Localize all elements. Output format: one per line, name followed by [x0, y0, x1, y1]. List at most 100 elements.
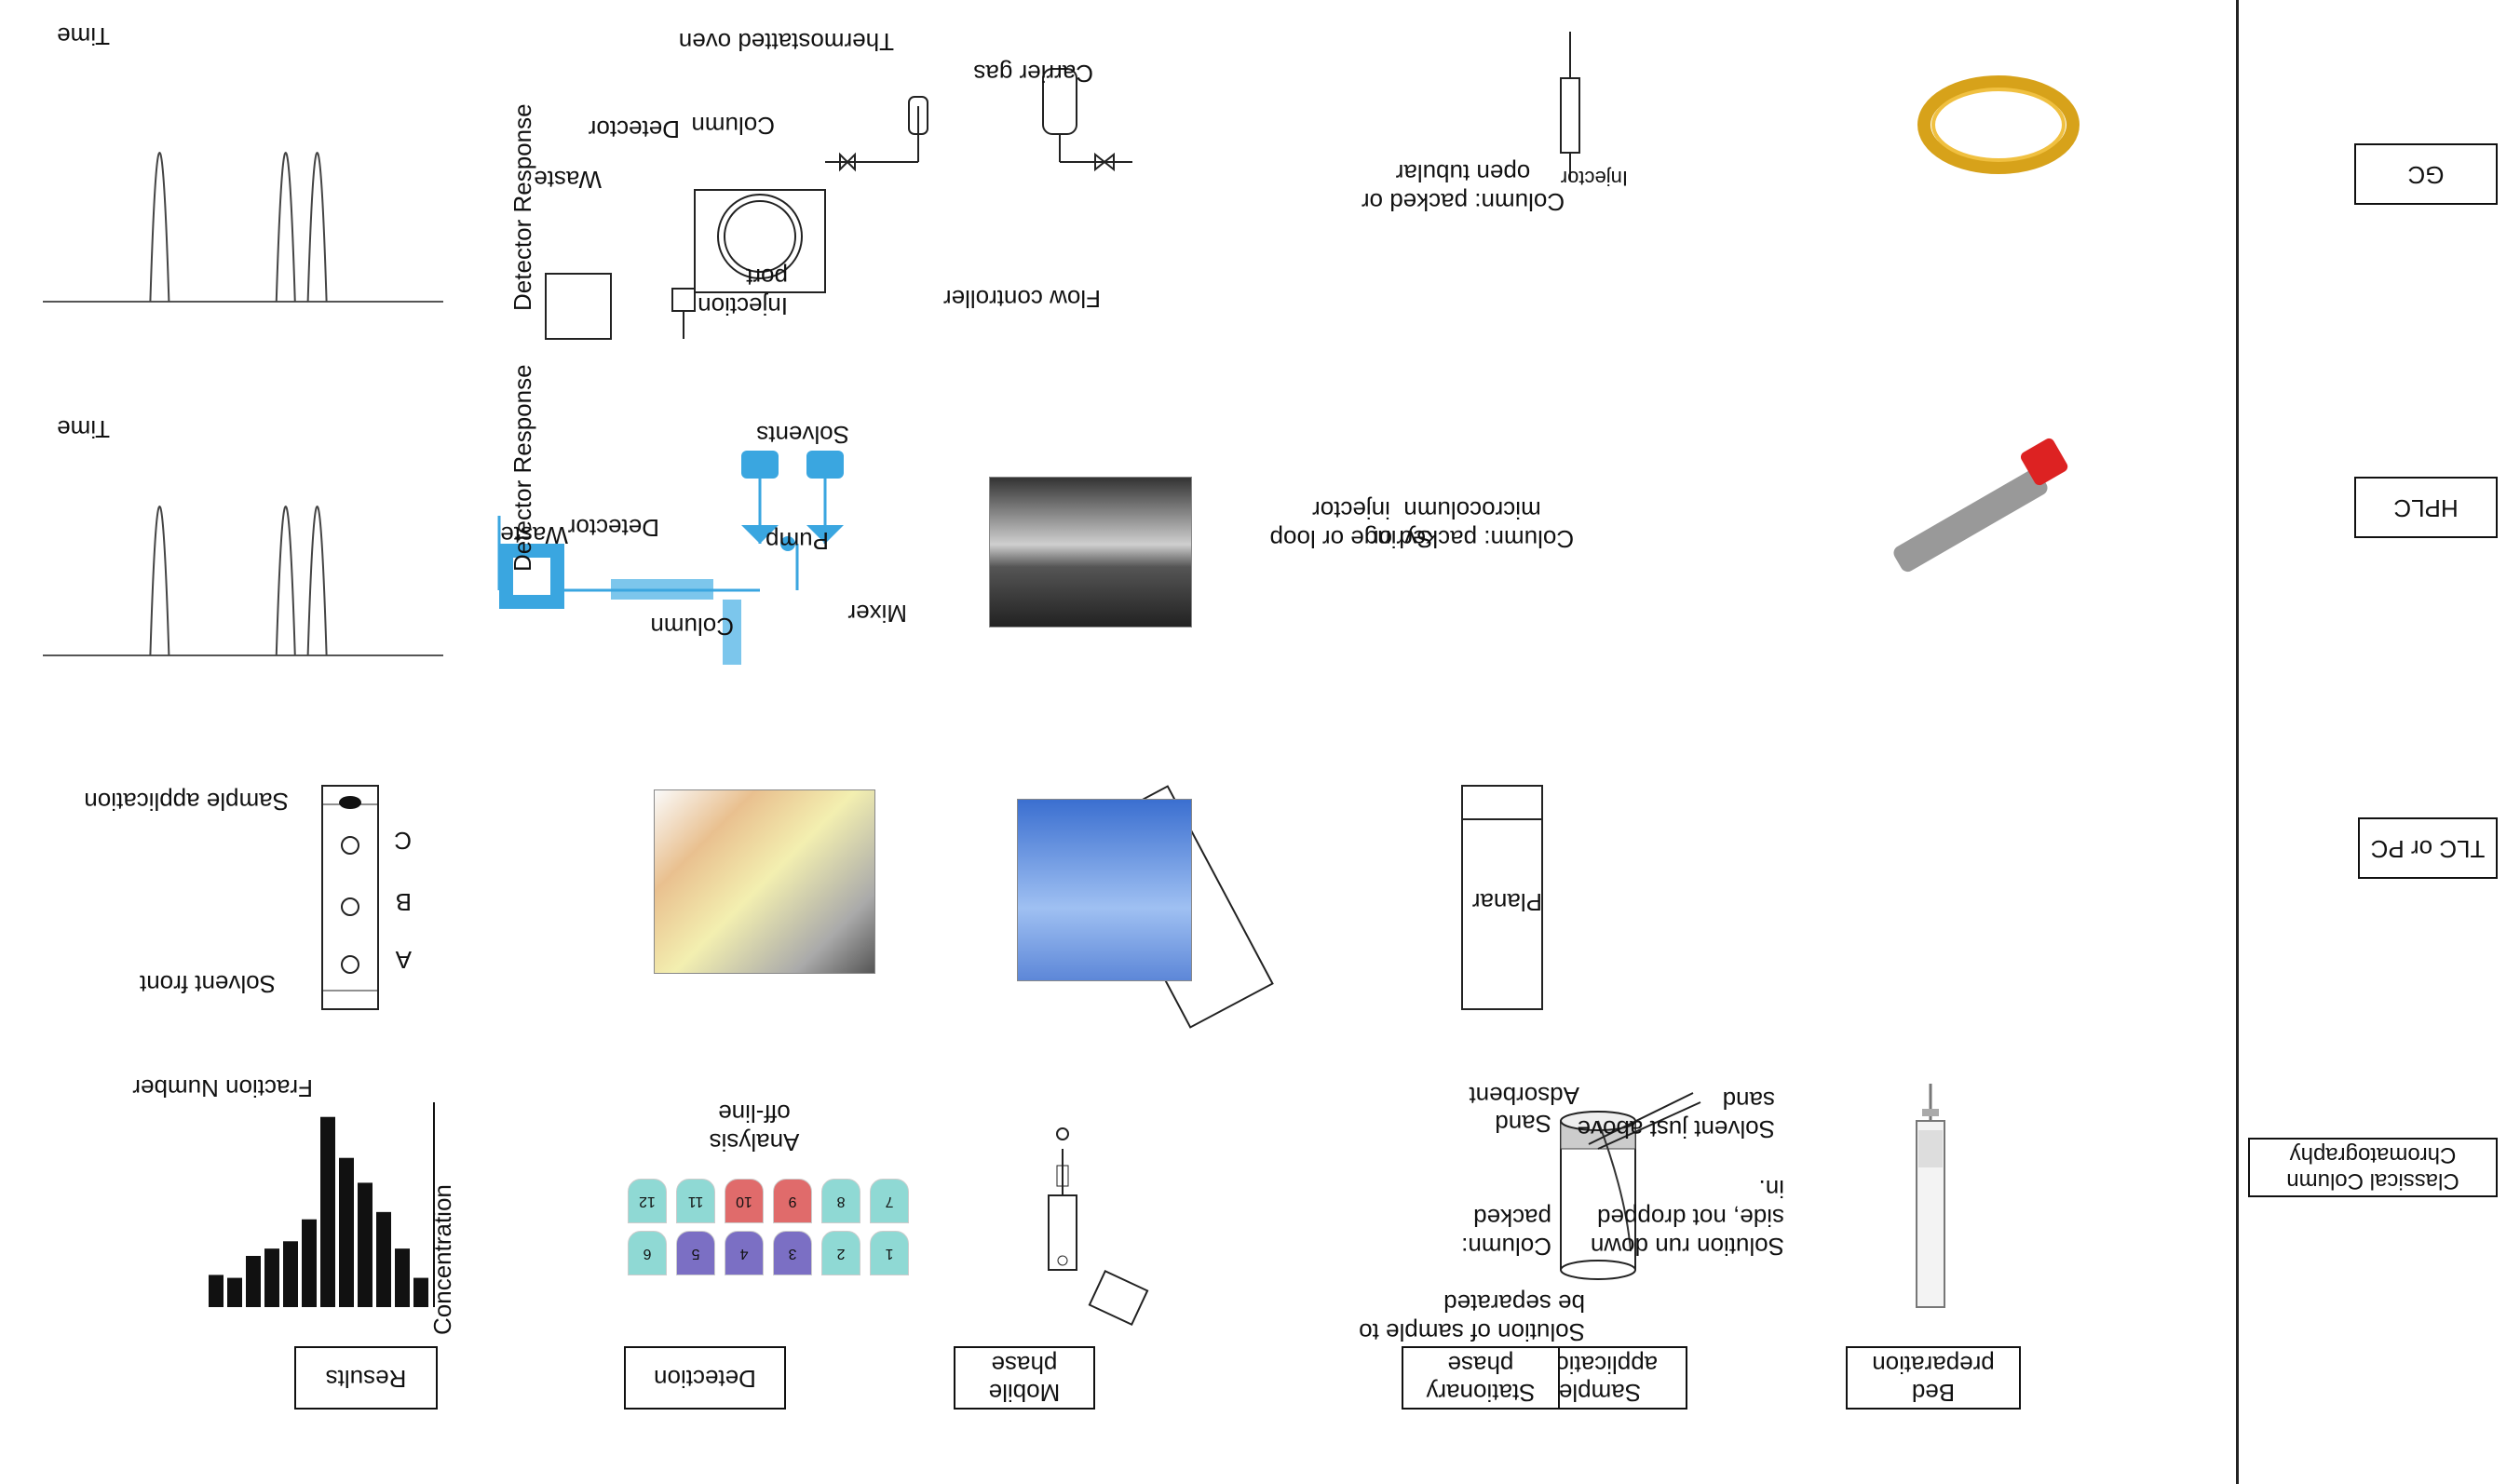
tlc-sample-application: Sample application: [84, 788, 289, 816]
row-tlc-pc: TLC or PC: [2358, 817, 2498, 879]
hplc-label-solvents: Solvents: [756, 421, 849, 449]
fraction-tube-number: 8: [836, 1194, 846, 1209]
fraction-tube: 8: [821, 1179, 860, 1223]
gc-results-ylabel: Detector Response: [508, 103, 536, 311]
tlc-spot-a: A: [395, 946, 412, 974]
chromatogram-peak: [306, 506, 328, 656]
chromatogram-peak: [149, 506, 170, 656]
fraction-tube: 2: [821, 1231, 860, 1275]
fraction-tube-number: 11: [687, 1194, 704, 1209]
classical-stationary-text: Column: packed: [1461, 1203, 1551, 1261]
fraction-tube-number: 6: [643, 1246, 652, 1261]
fraction-tube-number: 1: [885, 1246, 894, 1261]
gc-stationary-text: Column: packed or open tubular: [1361, 158, 1565, 216]
gc-carrier-gas: Carrier gas: [973, 60, 1093, 88]
hplc-label-mixer: Mixer: [847, 600, 907, 627]
fraction-concentration-chart: [209, 1102, 435, 1307]
gc-capillary-column-icon: [1917, 75, 2080, 174]
gc-chromatogram: [43, 152, 443, 303]
hplc-stationary-text: Column: packed or microcolumn: [1370, 495, 1575, 553]
hplc-results-ylabel: Detector Response: [508, 364, 536, 572]
hplc-label-detector: Detector: [567, 514, 659, 542]
tlc-chamber-photo: [1017, 799, 1192, 981]
row-classical-column: Classical Column Chromatography: [2248, 1138, 2498, 1197]
chromatogram-peak: [149, 152, 170, 303]
tlc-chamber-icon: [1461, 785, 1543, 1010]
divider-line: [2236, 0, 2239, 1484]
chart-bar: [283, 1241, 298, 1307]
fraction-tube: 1: [870, 1231, 909, 1275]
tlc-solvent-front: Solvent front: [140, 970, 276, 998]
solvent-bottle-icon: [1048, 1127, 1149, 1327]
chart-bar: [320, 1116, 335, 1307]
tlc-spot-b: B: [395, 888, 412, 916]
gc-injector-icon: [1560, 32, 1580, 181]
label-run-down-side: Solution run down side, not dropped in.: [1590, 1174, 1784, 1261]
gc-carrier-gas-icon: [1042, 68, 1132, 172]
classical-results-ylabel: Concentration: [428, 1184, 456, 1335]
hplc-label-pump: Pump: [765, 527, 829, 555]
fraction-tube: 9: [773, 1179, 812, 1223]
header-bed-preparation: Bed preparation: [1846, 1346, 2021, 1410]
header-mobile-phase: Mobile phase: [954, 1346, 1095, 1410]
chart-bar: [413, 1277, 428, 1307]
chart-bar: [264, 1248, 279, 1307]
header-results: Results: [294, 1346, 438, 1410]
fraction-tube-number: 7: [885, 1194, 894, 1209]
label-adsorbent: Adsorbent: [1469, 1082, 1579, 1110]
row-gc: GC: [2354, 143, 2498, 205]
hplc-results-xlabel: Time: [57, 415, 110, 443]
chromatogram-peak: [275, 152, 296, 303]
fraction-tube-number: 10: [736, 1194, 752, 1209]
chromatogram-peak: [275, 506, 296, 656]
chart-bar: [246, 1256, 261, 1307]
fraction-tube: 10: [725, 1179, 764, 1223]
classical-results-xlabel: Fraction Number: [132, 1074, 313, 1102]
chart-bar: [302, 1219, 317, 1307]
fraction-tube: 5: [676, 1231, 715, 1275]
gc-flow-controller: Flow controller: [942, 285, 1101, 313]
gc-detector-label: Detector: [588, 115, 680, 143]
gc-oven-label: Thermostatted oven: [678, 28, 894, 56]
hplc-solvent-bottles-photo: [989, 477, 1192, 627]
fraction-tube-number: 4: [739, 1246, 749, 1261]
fraction-tube-number: 3: [788, 1246, 797, 1261]
gc-injection-port: Injection port: [698, 263, 788, 320]
row-hplc: HPLC: [2354, 477, 2498, 538]
gc-injector-label: Injector: [1560, 167, 1628, 190]
chromatogram-peak: [306, 152, 328, 303]
hplc-chromatogram: [43, 506, 443, 656]
fraction-tube-number: 5: [691, 1246, 700, 1261]
gc-column-label: Column: [691, 112, 775, 140]
label-sand: Sand: [1495, 1110, 1551, 1138]
gc-waste-label: Waste: [534, 166, 602, 194]
fraction-tube: 3: [773, 1231, 812, 1275]
hplc-column-icon: [1893, 438, 2068, 573]
hplc-schematic: [497, 451, 844, 665]
chart-bar: [227, 1277, 242, 1307]
chart-bar: [358, 1182, 373, 1307]
header-stationary-phase: Stationary phase: [1402, 1346, 1560, 1410]
column-cutaway-icon: [1560, 1092, 1701, 1280]
fraction-tube-number: 2: [836, 1246, 846, 1261]
chart-bar: [209, 1275, 224, 1307]
tlc-spray-photo: [654, 789, 875, 974]
label-solvent-above-sand: Solvent just above sand: [1577, 1086, 1775, 1143]
chart-bar: [376, 1211, 391, 1307]
tlc-stationary-text: Planar: [1471, 888, 1542, 916]
fraction-tube: 4: [725, 1231, 764, 1275]
hplc-label-column: Column: [650, 613, 734, 641]
gc-results-xlabel: Time: [57, 22, 110, 50]
fraction-tube: 7: [870, 1179, 909, 1223]
label-analysis-offline: Analysis off-line: [709, 1099, 800, 1156]
fraction-tube-number: 12: [639, 1194, 656, 1209]
fraction-tube: 11: [676, 1179, 715, 1223]
gc-oven-schematic: [545, 96, 928, 340]
tlc-result-plate: [321, 785, 379, 1010]
fraction-tube: 6: [628, 1231, 667, 1275]
fraction-tube-number: 9: [788, 1194, 797, 1209]
chart-bar: [339, 1157, 354, 1307]
glass-column-icon: [1916, 1084, 1945, 1308]
